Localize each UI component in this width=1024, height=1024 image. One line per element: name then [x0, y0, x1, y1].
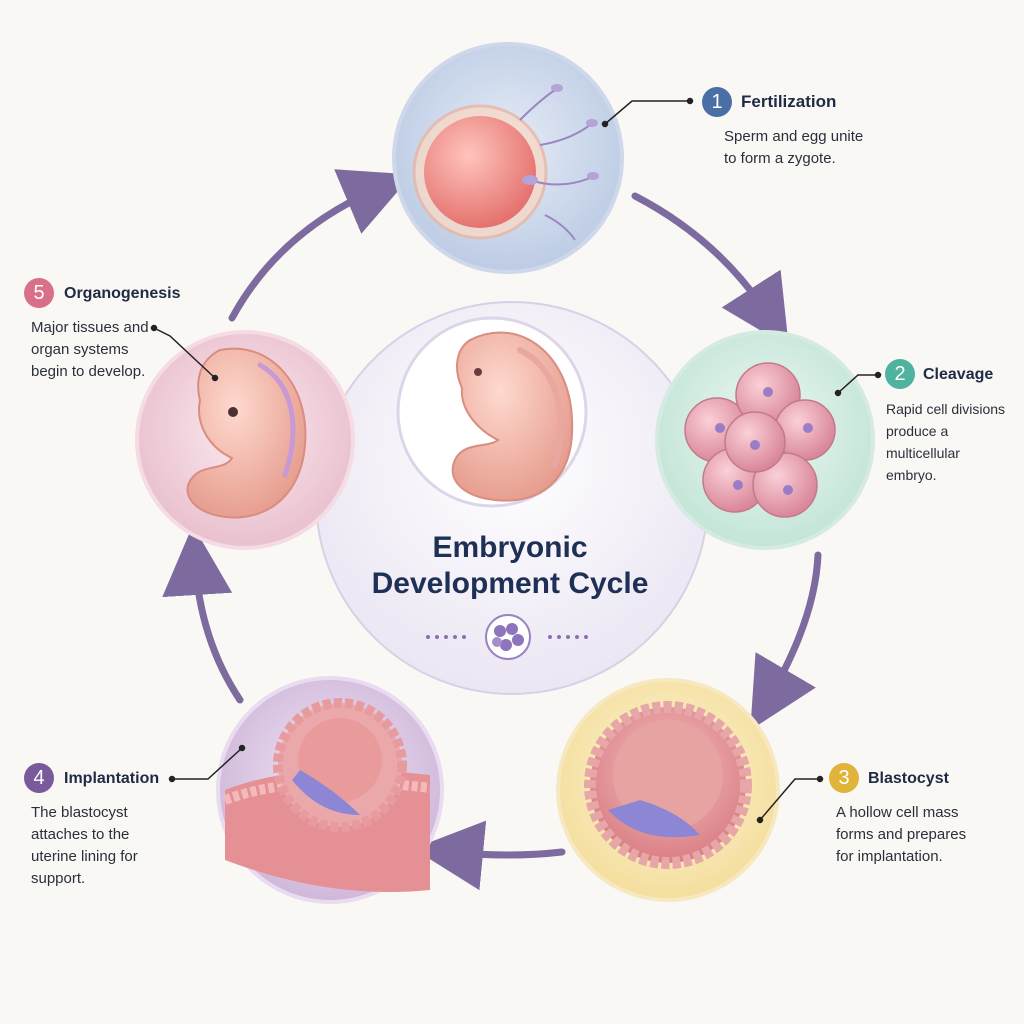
- stage-4-illustration: [216, 676, 444, 904]
- stage-5-description: Major tissues and organ systems begin to…: [31, 319, 149, 380]
- arrow-3-to-4: [413, 820, 566, 891]
- arrow-5-to-1: [228, 169, 413, 322]
- stage-1-badge: 1: [702, 87, 732, 117]
- stage-4-badge: 4: [24, 763, 54, 793]
- stage-1-illustration: [392, 42, 624, 274]
- stage-2-description: Rapid cell divisions produce a multicell…: [886, 401, 1006, 483]
- cycle-arrows: [162, 169, 822, 891]
- stage-3-description: A hollow cell mass forms and prepares fo…: [836, 804, 967, 865]
- stage-2-badge: 2: [885, 359, 915, 389]
- center-divider: [426, 614, 588, 660]
- stage-5-title: Organogenesis: [64, 285, 181, 302]
- stage-3-badge: 3: [829, 763, 859, 793]
- arrow-1-to-2: [631, 192, 789, 348]
- stage-4-title: Implantation: [64, 770, 160, 787]
- stage-3-title: Blastocyst: [868, 770, 949, 787]
- stage-1-title: Fertilization: [741, 92, 837, 111]
- stage-2-illustration: [655, 330, 875, 550]
- diagram-title-line2: Development Cycle: [371, 567, 649, 600]
- stage-3-illustration: [556, 678, 780, 902]
- stage-5-illustration: [135, 330, 355, 550]
- arrow-4-to-5: [162, 525, 244, 704]
- stage-1-description: Sperm and egg unite to form a zygote.: [724, 128, 864, 167]
- stage-5-badge: 5: [24, 278, 54, 308]
- stage-2-title: Cleavage: [923, 366, 994, 383]
- diagram-title-line1: Embryonic: [432, 531, 588, 564]
- callout-lines: [150, 97, 882, 824]
- arrow-2-to-3: [750, 551, 822, 731]
- center-embryo-illustration: [451, 331, 574, 502]
- stage-4-description: The blastocyst attaches to the uterine l…: [31, 804, 138, 887]
